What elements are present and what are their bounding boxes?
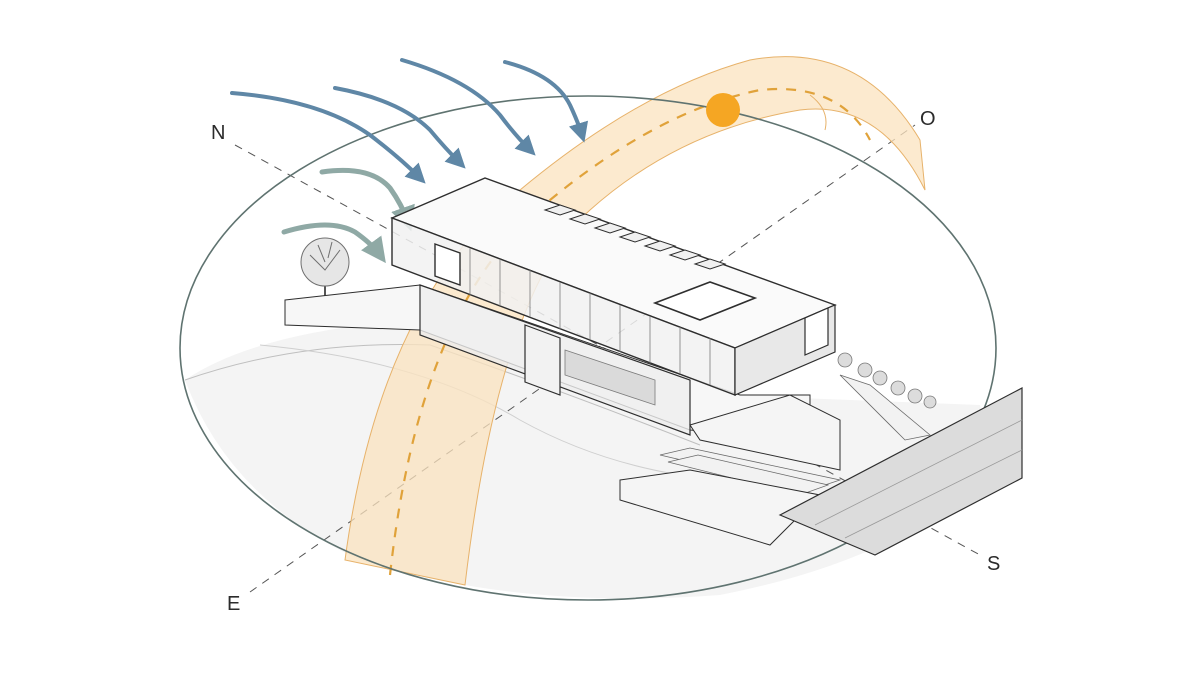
wind-arrow-icon <box>281 222 386 264</box>
tree-icon <box>300 237 350 308</box>
horizon-ring <box>179 95 997 601</box>
stairs <box>659 374 931 496</box>
sun-path-band-edge <box>809 94 827 131</box>
sun-icon <box>706 93 740 127</box>
glazing <box>524 324 561 396</box>
end-window <box>804 307 829 356</box>
wind-arrow-icon <box>333 86 466 169</box>
roof-patio <box>652 281 758 321</box>
skylights <box>543 204 727 270</box>
wind-arrows <box>230 58 589 264</box>
west-label: O <box>920 108 936 130</box>
house <box>284 177 837 441</box>
wind-arrow-icon <box>230 91 426 184</box>
north-label: N <box>211 122 225 144</box>
interior-furniture <box>564 349 656 406</box>
planted-strip <box>837 352 937 409</box>
sun-path-centerline <box>388 88 871 576</box>
wind-arrow-icon <box>400 58 536 156</box>
facade-mullions <box>469 248 711 385</box>
retaining-walls <box>619 394 841 546</box>
road <box>778 387 1023 556</box>
facade-window <box>434 243 461 286</box>
east-label: E <box>227 593 240 615</box>
wind-arrow-icon <box>503 60 589 143</box>
wind-arrow-icon <box>319 167 415 232</box>
south-label: S <box>987 553 1000 575</box>
